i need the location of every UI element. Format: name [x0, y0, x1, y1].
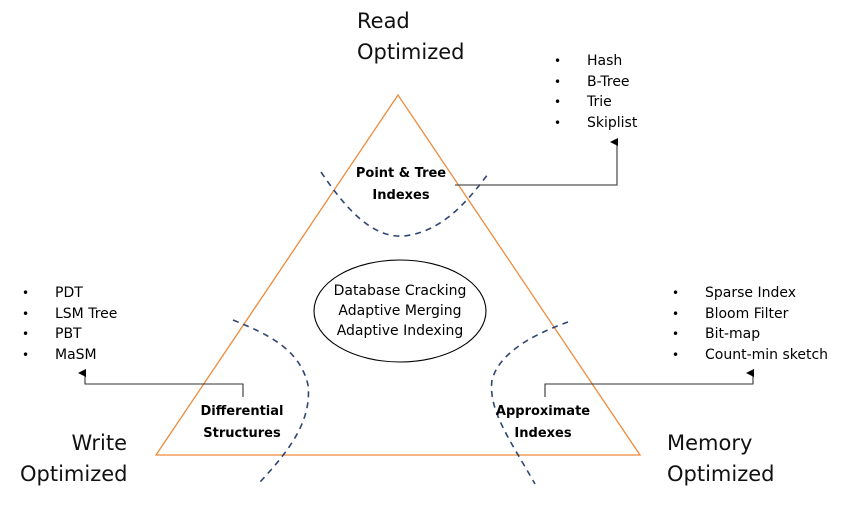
corner-label-line: Memory: [667, 431, 753, 455]
region-label-differential-structures: Differential Structures: [190, 401, 294, 445]
list-item: Trie: [554, 92, 637, 113]
list-item: Count-min sketch: [672, 345, 828, 366]
corner-label-line: Optimized: [20, 462, 128, 486]
corner-label-line: Optimized: [357, 40, 465, 64]
list-item: PBT: [22, 324, 117, 345]
memory-optimized-list: Sparse Index Bloom Filter Bit-map Count-…: [672, 283, 828, 365]
center-ellipse-line: Database Cracking: [333, 283, 467, 299]
list-item: Sparse Index: [672, 283, 828, 304]
center-ellipse: [313, 259, 487, 363]
corner-label-line: Optimized: [667, 462, 775, 486]
connector-memory: [544, 369, 754, 397]
list-item: PDT: [22, 283, 117, 304]
region-label-line: Approximate: [495, 404, 591, 419]
read-optimized-list: Hash B-Tree Trie Skiplist: [554, 51, 637, 133]
connector-read: [455, 138, 618, 186]
corner-label-line: Write: [71, 431, 127, 455]
region-label-approximate-indexes: Approximate Indexes: [490, 401, 596, 445]
region-label-point-tree-indexes: Point & Tree Indexes: [340, 163, 462, 207]
center-ellipse-line: Adaptive Merging: [338, 303, 462, 319]
region-label-line: Differential: [200, 404, 284, 419]
region-label-line: Structures: [203, 426, 281, 441]
corner-label-line: Read: [357, 9, 410, 33]
region-label-line: Indexes: [372, 188, 430, 203]
connector-write: [78, 369, 244, 397]
write-optimized-list: PDT LSM Tree PBT MaSM: [22, 283, 117, 365]
corner-label-write: Write Optimized: [20, 428, 128, 490]
corner-label-memory: Memory Optimized: [667, 428, 775, 490]
dashed-boundary-left: [232, 319, 310, 483]
list-item: Bit-map: [672, 324, 828, 345]
list-item: Bloom Filter: [672, 304, 828, 325]
list-item: Hash: [554, 51, 637, 72]
region-label-line: Point & Tree: [355, 166, 447, 181]
list-item: B-Tree: [554, 72, 637, 93]
list-item: MaSM: [22, 345, 117, 366]
region-label-line: Indexes: [514, 426, 572, 441]
corner-label-read: Read Optimized: [357, 6, 465, 68]
list-item: Skiplist: [554, 113, 637, 134]
list-item: LSM Tree: [22, 304, 117, 325]
center-ellipse-text: Database Cracking Adaptive Merging Adapt…: [320, 281, 480, 341]
optimization-triangle: [154, 93, 642, 456]
center-ellipse-line: Adaptive Indexing: [336, 323, 464, 339]
